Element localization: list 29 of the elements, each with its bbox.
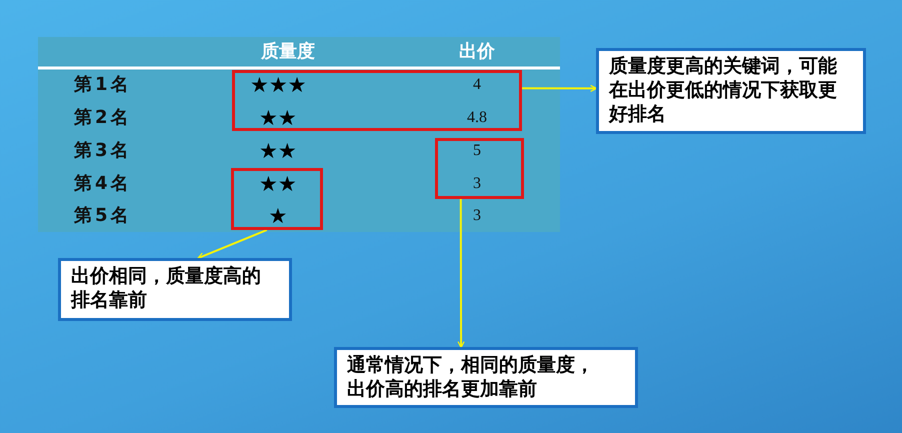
star-rating: ★ [268,206,288,226]
rank-label: 第2名 [74,109,132,127]
star-rating: ★★ [259,140,297,162]
rank-label: 第1名 [74,76,132,94]
highlight-frame [231,168,323,230]
star-rating: ★★★ [250,74,306,96]
star-rating: ★★ [259,174,297,194]
rank-label: 第5名 [74,207,132,225]
highlight-frame [232,70,522,131]
arrow [457,199,465,348]
rank-label: 第4名 [74,175,132,193]
bid-value: 4.8 [467,110,487,126]
column-header: 出价 [459,43,495,61]
rank-label: 第3名 [74,142,132,160]
bid-value: 3 [473,208,481,224]
bid-value: 4 [473,77,481,93]
callout-text: 出价相同，质量度高的排名靠前 [71,265,262,312]
arrow [522,84,598,92]
callout-text: 通常情况下，相同的质量度，出价高的排名更加靠前 [347,354,595,402]
highlight-frame [435,138,524,199]
callout-box [596,48,866,134]
callout-box [58,258,292,321]
star-rating: ★★ [259,108,297,128]
bid-value: 5 [473,143,481,159]
bid-value: 3 [473,176,481,192]
arrow [197,229,268,260]
callout-text: 质量度更高的关键词，可能在出价更低的情况下获取更好排名 [609,55,838,126]
column-header: 质量度 [261,43,315,61]
callout-box [334,347,638,408]
